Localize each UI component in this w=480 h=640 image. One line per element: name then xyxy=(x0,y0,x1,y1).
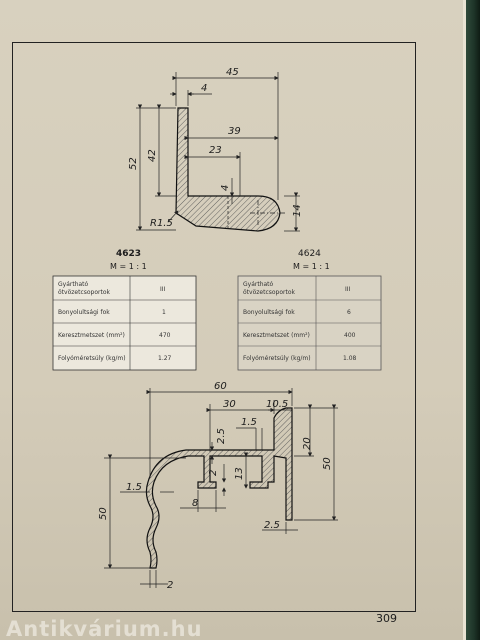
dim-50-right: 50 xyxy=(322,457,333,470)
dim-4-vertical: 4 xyxy=(220,185,231,191)
dim-14: 14 xyxy=(292,204,303,217)
dim-60: 60 xyxy=(214,381,227,392)
dim-1-5-left: 1.5 xyxy=(126,482,142,493)
dim-20: 20 xyxy=(302,437,313,450)
dim-2-5-bottom: 2.5 xyxy=(264,520,280,531)
dim-50-left: 50 xyxy=(98,507,109,520)
table-2-row-1-value: III xyxy=(345,286,351,293)
table-1-row-4-value: 1.27 xyxy=(158,355,172,362)
dim-1-5-top: 1.5 xyxy=(241,417,257,428)
dim-30: 30 xyxy=(223,399,236,410)
dim-10-5: 10.5 xyxy=(266,399,288,410)
dim-4-top: 4 xyxy=(201,83,207,94)
page-number: 309 xyxy=(376,612,397,625)
table-1-row-2-label: Bonyolultsági fok xyxy=(58,309,110,316)
table-1-row-1-label-a: Gyártható xyxy=(58,281,89,288)
dim-r15: R1.5 xyxy=(150,218,173,229)
watermark: Antikvárium.hu xyxy=(6,617,203,640)
table-2-row-3-label: Keresztmetszet (mm²) xyxy=(243,332,310,339)
dim-42: 42 xyxy=(147,149,158,162)
profile-1-table: Gyártható ötvözetcsoportok III Bonyolult… xyxy=(52,275,197,371)
profile-4623-drawing xyxy=(136,72,300,232)
table-1-row-3-label: Keresztmetszet (mm²) xyxy=(58,332,125,339)
profile-2-table: Gyártható ötvözetcsoportok III Bonyolult… xyxy=(237,275,382,371)
profile-4624-section xyxy=(145,407,293,569)
table-2-row-4-value: 1.08 xyxy=(343,355,357,362)
profile-1-scale: M = 1 : 1 xyxy=(110,262,147,271)
dim-2: 2 xyxy=(208,470,219,476)
book-spine xyxy=(466,0,480,640)
dim-23: 23 xyxy=(209,145,222,156)
table-1-row-3-value: 470 xyxy=(159,332,171,339)
dim-52: 52 xyxy=(128,157,139,170)
page-edge xyxy=(463,0,466,640)
table-2-row-1-label-b: ötvözetcsoportok xyxy=(243,289,296,296)
table-1-row-2-value: 1 xyxy=(162,309,166,316)
dim-39: 39 xyxy=(228,126,241,137)
dim-8: 8 xyxy=(192,498,198,509)
page-frame xyxy=(12,42,416,612)
profile-2-scale: M = 1 : 1 xyxy=(293,262,330,271)
dim-45: 45 xyxy=(226,67,239,78)
table-2-row-2-value: 6 xyxy=(347,309,351,316)
profile-4623-dimensions: 45 4 39 23 52 42 4 14 R1.5 xyxy=(128,67,303,229)
table-1-row-1-value: III xyxy=(160,286,166,293)
profile-1-code: 4623 xyxy=(116,249,141,259)
table-2-row-3-value: 400 xyxy=(344,332,356,339)
table-1-row-1-label-b: ötvözetcsoportok xyxy=(58,289,111,296)
dim-2-bottom: 2 xyxy=(167,580,173,591)
profile-4624-drawing xyxy=(104,388,338,588)
dim-13: 13 xyxy=(234,467,245,480)
table-2-row-4-label: Folyóméretsúly (kg/m) xyxy=(243,355,311,362)
table-2-row-2-label: Bonyolultsági fok xyxy=(243,309,295,316)
table-2-row-1-label-a: Gyártható xyxy=(243,281,274,288)
profile-4624-dimensions: 60 30 10.5 2.5 1.5 20 50 2 13 1.5 8 50 2… xyxy=(98,381,333,591)
profile-2-code: 4624 xyxy=(298,249,321,259)
table-1-row-4-label: Folyóméretsúly (kg/m) xyxy=(58,355,126,362)
dim-2-5-top: 2.5 xyxy=(216,428,227,444)
